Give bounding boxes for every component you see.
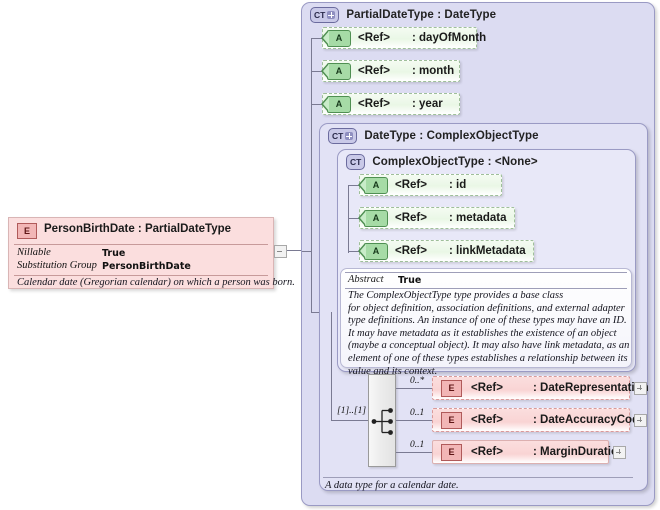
plus-box-icon[interactable] bbox=[613, 446, 626, 459]
sequence-inlet-line bbox=[331, 312, 332, 420]
tree-trunk bbox=[311, 38, 312, 312]
element-text: <Ref>: DateAccuracyCode bbox=[471, 414, 646, 426]
sequence-cardinality: [1]..[1] bbox=[337, 406, 367, 416]
child-line bbox=[396, 452, 432, 453]
tree-inlet bbox=[302, 251, 311, 252]
attribute-icon: A bbox=[321, 29, 351, 47]
element-text: <Ref>: MarginDuration bbox=[471, 446, 625, 458]
plus-box-icon[interactable] bbox=[634, 414, 647, 427]
element-icon: E bbox=[441, 443, 462, 461]
element-row-date-accuracy-code[interactable]: E <Ref>: DateAccuracyCode bbox=[432, 408, 645, 432]
abstract-value: True bbox=[398, 275, 422, 286]
tree-branch bbox=[311, 104, 322, 105]
attribute-text: <Ref>: year bbox=[358, 98, 443, 110]
occurs-margin-duration: 0..1 bbox=[410, 440, 425, 450]
tree-branch bbox=[311, 312, 321, 313]
attribute-text: <Ref>: id bbox=[395, 179, 467, 191]
tree-branch bbox=[311, 38, 322, 39]
attribute-icon: A bbox=[358, 242, 388, 260]
element-icon: E bbox=[441, 411, 462, 429]
attribute-text: <Ref>: month bbox=[358, 65, 455, 77]
date-type-documentation: A data type for a calendar date. bbox=[325, 480, 459, 491]
connector-line bbox=[285, 250, 302, 251]
divider bbox=[323, 477, 633, 478]
tree-branch bbox=[311, 71, 322, 72]
divider bbox=[345, 288, 627, 289]
complextype-icon[interactable]: CT bbox=[346, 154, 366, 170]
property-key-substitution-group: Substitution Group bbox=[17, 260, 97, 271]
element-text: <Ref>: DateRepresentation bbox=[471, 382, 649, 394]
sequence-glyph bbox=[371, 408, 393, 435]
tree-trunk bbox=[348, 185, 349, 253]
element-row-date-representation[interactable]: E <Ref>: DateRepresentation bbox=[432, 376, 649, 400]
element-row-margin-duration[interactable]: E <Ref>: MarginDuration bbox=[432, 440, 625, 464]
property-value-nillable: True bbox=[102, 248, 126, 259]
sequence-compositor-icon[interactable] bbox=[368, 374, 396, 467]
element-title: PersonBirthDate : PartialDateType bbox=[44, 223, 232, 235]
attribute-icon: A bbox=[358, 209, 388, 227]
attribute-row-dayofmonth[interactable]: A <Ref>: dayOfMonth bbox=[321, 27, 486, 49]
minus-box-icon[interactable] bbox=[274, 245, 287, 258]
attribute-text: <Ref>: linkMetadata bbox=[395, 245, 526, 257]
partial-date-type-title: PartialDateType : DateType bbox=[346, 9, 497, 21]
date-type-header: CT DateType : ComplexObjectType bbox=[328, 128, 539, 144]
annotation-text: The ComplexObjectType type provides a ba… bbox=[348, 290, 630, 377]
tree-branch bbox=[348, 251, 359, 252]
element-icon: E bbox=[441, 379, 462, 397]
person-birth-date-element-box[interactable]: E PersonBirthDate : PartialDateType Nill… bbox=[8, 217, 295, 289]
complex-object-type-header: CT ComplexObjectType : <None> bbox=[346, 154, 538, 170]
divider bbox=[14, 244, 268, 245]
sequence-inlet-line bbox=[331, 420, 378, 421]
occurs-date-representation: 0..* bbox=[410, 376, 425, 386]
complex-object-type-annotation: Abstract True The ComplexObjectType type… bbox=[340, 268, 632, 377]
complex-object-type-title: ComplexObjectType : <None> bbox=[372, 156, 538, 168]
property-key-nillable: Nillable bbox=[17, 247, 51, 258]
attribute-row-metadata[interactable]: A <Ref>: metadata bbox=[358, 207, 515, 229]
plus-box-icon[interactable] bbox=[634, 382, 647, 395]
attribute-icon: A bbox=[321, 62, 351, 80]
element-icon: E bbox=[17, 223, 37, 239]
child-line bbox=[396, 388, 432, 389]
date-type-title: DateType : ComplexObjectType bbox=[364, 130, 539, 142]
property-value-substitution-group: PersonBirthDate bbox=[102, 261, 191, 272]
attribute-row-id[interactable]: A <Ref>: id bbox=[358, 174, 502, 196]
divider bbox=[345, 272, 627, 273]
complextype-expand-icon[interactable]: CT bbox=[310, 7, 340, 23]
attribute-row-year[interactable]: A <Ref>: year bbox=[321, 93, 460, 115]
attribute-text: <Ref>: metadata bbox=[395, 212, 507, 224]
complextype-expand-icon[interactable]: CT bbox=[328, 128, 358, 144]
element-documentation: Calendar date (Gregorian calendar) on wh… bbox=[17, 277, 295, 288]
attribute-icon: A bbox=[321, 95, 351, 113]
divider bbox=[14, 275, 268, 276]
attribute-row-month[interactable]: A <Ref>: month bbox=[321, 60, 460, 82]
tree-branch bbox=[348, 218, 359, 219]
partial-date-type-header: CT PartialDateType : DateType bbox=[310, 7, 496, 23]
abstract-label: Abstract bbox=[348, 274, 384, 285]
attribute-icon: A bbox=[358, 176, 388, 194]
attribute-text: <Ref>: dayOfMonth bbox=[358, 32, 487, 44]
tree-branch bbox=[348, 185, 359, 186]
child-line bbox=[396, 420, 432, 421]
attribute-row-linkmetadata[interactable]: A <Ref>: linkMetadata bbox=[358, 240, 534, 262]
occurs-date-accuracy-code: 0..1 bbox=[410, 408, 425, 418]
